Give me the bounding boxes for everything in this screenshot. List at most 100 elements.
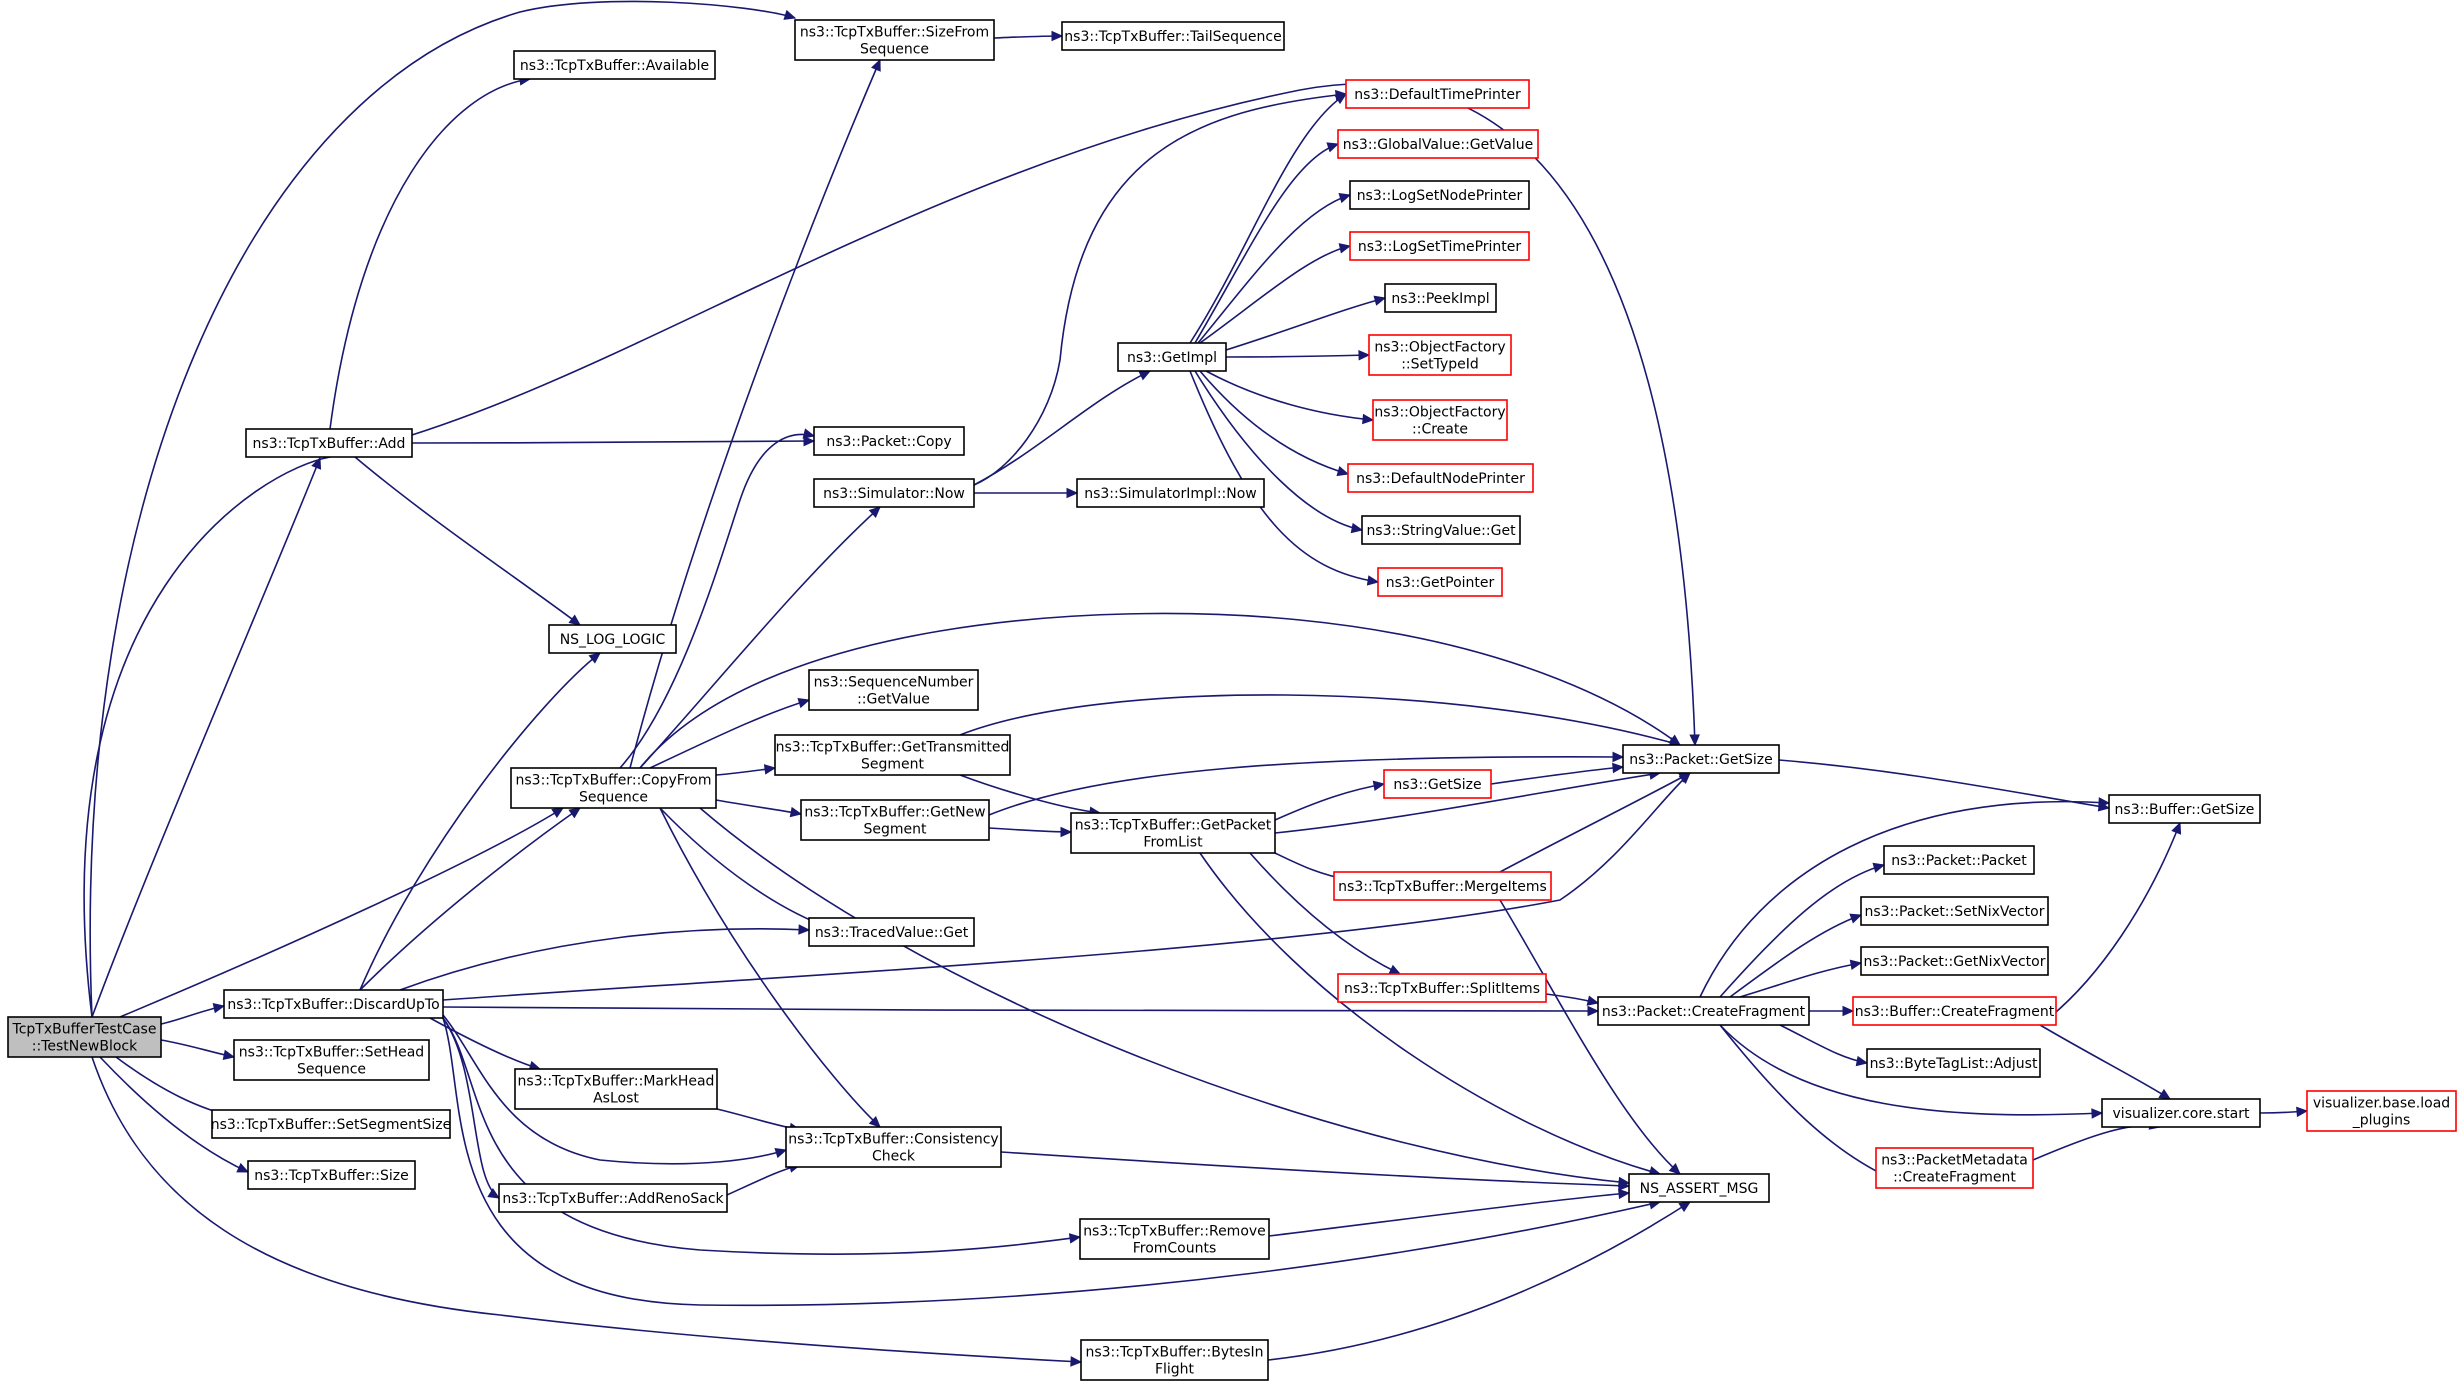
node-box[interactable] bbox=[785, 1126, 1002, 1168]
node-box[interactable] bbox=[1372, 399, 1508, 441]
node-box[interactable] bbox=[808, 917, 975, 947]
node-ofsettypeid[interactable]: ns3::ObjectFactory::SetTypeId bbox=[1368, 334, 1512, 376]
node-box[interactable] bbox=[514, 1068, 718, 1110]
node-add[interactable]: ns3::TcpTxBuffer::Add bbox=[245, 428, 413, 458]
node-box[interactable] bbox=[233, 1039, 430, 1081]
node-box[interactable] bbox=[1333, 871, 1552, 901]
node-peekimpl[interactable]: ns3::PeekImpl bbox=[1384, 283, 1497, 313]
node-getpointer[interactable]: ns3::GetPointer bbox=[1377, 567, 1503, 597]
node-box[interactable] bbox=[7, 1016, 162, 1058]
node-box[interactable] bbox=[1337, 129, 1539, 159]
node-getsize[interactable]: ns3::GetSize bbox=[1383, 769, 1492, 799]
node-box[interactable] bbox=[223, 989, 444, 1019]
node-simnow[interactable]: ns3::Simulator::Now bbox=[813, 478, 975, 508]
node-root[interactable]: TcpTxBufferTestCase::TestNewBlock bbox=[7, 1016, 162, 1058]
node-box[interactable] bbox=[245, 428, 413, 458]
node-box[interactable] bbox=[1368, 334, 1512, 376]
node-box[interactable] bbox=[1349, 180, 1530, 210]
node-box[interactable] bbox=[1061, 21, 1285, 51]
node-bufcreatefrag[interactable]: ns3::Buffer::CreateFragment bbox=[1852, 996, 2057, 1026]
node-box[interactable] bbox=[1377, 567, 1503, 597]
node-bufgetsize[interactable]: ns3::Buffer::GetSize bbox=[2108, 794, 2261, 824]
node-logsettime[interactable]: ns3::LogSetTimePrinter bbox=[1349, 231, 1530, 261]
node-seqgetvalue[interactable]: ns3::SequenceNumber::GetValue bbox=[808, 669, 979, 711]
node-pmcreatefrag[interactable]: ns3::PacketMetadata::CreateFragment bbox=[1875, 1147, 2034, 1189]
node-defnodeprinter[interactable]: ns3::DefaultNodePrinter bbox=[1347, 463, 1534, 493]
node-box[interactable] bbox=[1860, 896, 2049, 926]
node-box[interactable] bbox=[1883, 845, 2035, 875]
node-discard[interactable]: ns3::TcpTxBuffer::DiscardUpTo bbox=[223, 989, 444, 1019]
node-vizstart[interactable]: visualizer.core.start bbox=[2101, 1098, 2261, 1128]
node-box[interactable] bbox=[2108, 794, 2261, 824]
node-pktcopy[interactable]: ns3::Packet::Copy bbox=[813, 426, 965, 456]
node-ofcreate[interactable]: ns3::ObjectFactory::Create bbox=[1372, 399, 1508, 441]
node-box[interactable] bbox=[247, 1160, 416, 1190]
node-box[interactable] bbox=[1080, 1339, 1269, 1381]
node-strvalget[interactable]: ns3::StringValue::Get bbox=[1361, 515, 1521, 545]
node-box[interactable] bbox=[548, 624, 677, 654]
node-simimplnow[interactable]: ns3::SimulatorImpl::Now bbox=[1076, 478, 1265, 508]
node-available[interactable]: ns3::TcpTxBuffer::Available bbox=[513, 50, 716, 80]
node-box[interactable] bbox=[813, 478, 975, 508]
node-box[interactable] bbox=[1361, 515, 1521, 545]
node-box[interactable] bbox=[1345, 79, 1530, 109]
node-box[interactable] bbox=[1384, 283, 1497, 313]
node-addreno[interactable]: ns3::TcpTxBuffer::AddRenoSack bbox=[498, 1183, 728, 1213]
node-nsassert[interactable]: NS_ASSERT_MSG bbox=[1628, 1173, 1770, 1203]
node-box[interactable] bbox=[1628, 1173, 1770, 1203]
node-pktpacket[interactable]: ns3::Packet::Packet bbox=[1883, 845, 2035, 875]
node-box[interactable] bbox=[1866, 1048, 2041, 1078]
node-box[interactable] bbox=[774, 734, 1011, 776]
node-box[interactable] bbox=[1875, 1147, 2034, 1189]
node-box[interactable] bbox=[1337, 973, 1547, 1003]
node-logsetnode[interactable]: ns3::LogSetNodePrinter bbox=[1349, 180, 1530, 210]
node-box[interactable] bbox=[1076, 478, 1265, 508]
node-box[interactable] bbox=[2101, 1098, 2261, 1128]
node-box[interactable] bbox=[794, 19, 995, 61]
node-box[interactable] bbox=[211, 1109, 451, 1139]
node-setnix[interactable]: ns3::Packet::SetNixVector bbox=[1860, 896, 2049, 926]
node-box[interactable] bbox=[1622, 744, 1780, 774]
node-box[interactable] bbox=[498, 1183, 728, 1213]
node-gvgetvalue[interactable]: ns3::GlobalValue::GetValue bbox=[1337, 129, 1539, 159]
node-createfrag[interactable]: ns3::Packet::CreateFragment bbox=[1597, 996, 1810, 1026]
node-box[interactable] bbox=[1117, 342, 1227, 372]
node-deftimeprinter[interactable]: ns3::DefaultTimePrinter bbox=[1345, 79, 1530, 109]
node-setseg[interactable]: ns3::TcpTxBuffer::SetSegmentSize bbox=[211, 1109, 452, 1139]
node-box[interactable] bbox=[513, 50, 716, 80]
node-box[interactable] bbox=[1852, 996, 2057, 1026]
node-splititems[interactable]: ns3::TcpTxBuffer::SplitItems bbox=[1337, 973, 1547, 1003]
node-getimpl[interactable]: ns3::GetImpl bbox=[1117, 342, 1227, 372]
node-nslog[interactable]: NS_LOG_LOGIC bbox=[548, 624, 677, 654]
node-size[interactable]: ns3::TcpTxBuffer::Size bbox=[247, 1160, 416, 1190]
node-box[interactable] bbox=[2306, 1090, 2457, 1132]
node-bytetag[interactable]: ns3::ByteTagList::Adjust bbox=[1866, 1048, 2041, 1078]
node-box[interactable] bbox=[510, 767, 717, 809]
node-tailseq[interactable]: ns3::TcpTxBuffer::TailSequence bbox=[1061, 21, 1285, 51]
node-box[interactable] bbox=[1347, 463, 1534, 493]
node-box[interactable] bbox=[800, 799, 990, 841]
node-tracedget[interactable]: ns3::TracedValue::Get bbox=[808, 917, 975, 947]
node-mergeitems[interactable]: ns3::TcpTxBuffer::MergeItems bbox=[1333, 871, 1552, 901]
node-box[interactable] bbox=[1860, 946, 2049, 976]
node-box[interactable] bbox=[1383, 769, 1492, 799]
node-box[interactable] bbox=[813, 426, 965, 456]
node-box[interactable] bbox=[808, 669, 979, 711]
node-vizload[interactable]: visualizer.base.load_plugins bbox=[2306, 1090, 2457, 1132]
node-box[interactable] bbox=[1070, 812, 1276, 854]
node-box[interactable] bbox=[1349, 231, 1530, 261]
node-getnix[interactable]: ns3::Packet::GetNixVector bbox=[1860, 946, 2049, 976]
node-box[interactable] bbox=[1597, 996, 1810, 1026]
node-box[interactable] bbox=[1079, 1218, 1270, 1260]
node-pktgetsize[interactable]: ns3::Packet::GetSize bbox=[1622, 744, 1780, 774]
